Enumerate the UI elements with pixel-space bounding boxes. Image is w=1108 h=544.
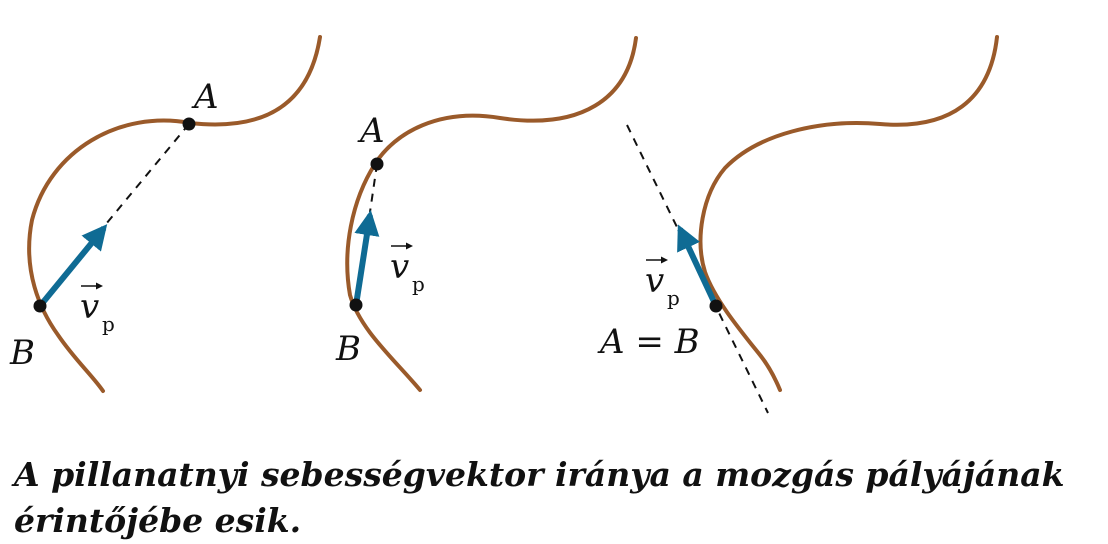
trajectory-curve-3	[698, 35, 999, 392]
vector-subscript-1: p	[102, 312, 115, 336]
velocity-tangent-diagram: A B v p A B v p A = B v p	[9, 35, 999, 414]
panel-3: A = B v p	[597, 35, 999, 414]
velocity-vector-1	[37, 224, 108, 308]
vector-symbol-2: v	[390, 247, 409, 287]
velocity-vector-2	[353, 210, 380, 306]
vector-overarrow-head-3	[661, 256, 668, 264]
trajectory-curve-2	[345, 36, 638, 392]
point-a-label-1: A	[191, 77, 219, 117]
panel-1: A B v p	[9, 35, 322, 393]
point-b-1	[33, 299, 47, 313]
panel-2: A B v p	[335, 36, 638, 392]
point-a-2	[370, 157, 384, 171]
vector-subscript-3: p	[667, 286, 680, 310]
point-b-label-1: B	[9, 333, 35, 373]
point-a-label-2: A	[357, 111, 385, 151]
figure-caption: A pillanatnyi sebességvektor iránya a mo…	[14, 455, 1065, 540]
point-a-1	[182, 117, 196, 131]
vector-overarrow-head-2	[406, 242, 413, 250]
point-ab-3	[709, 299, 723, 313]
trajectory-curve-1	[27, 35, 322, 393]
vector-symbol-1: v	[80, 287, 99, 327]
point-b-2	[349, 298, 363, 312]
vector-symbol-3: v	[645, 261, 664, 301]
secant-line-1	[105, 123, 190, 225]
vector-subscript-2: p	[412, 272, 425, 296]
velocity-vector-3	[677, 224, 719, 308]
point-b-label-2: B	[335, 329, 361, 369]
vector-overarrow-head-1	[96, 282, 103, 290]
coincident-label-3: A = B	[597, 322, 700, 362]
